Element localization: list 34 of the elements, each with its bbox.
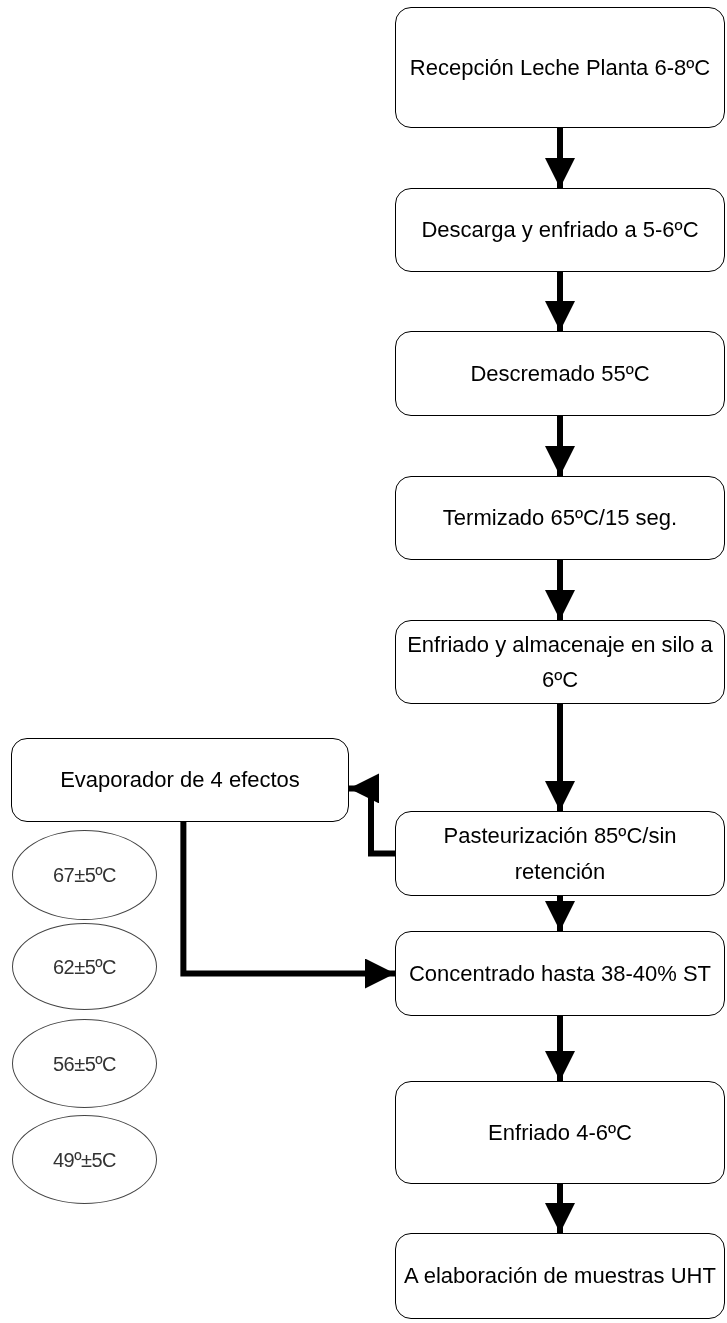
node-label: 56±5ºC — [52, 1052, 117, 1075]
node-label: Concentrado hasta 38-40% ST — [408, 959, 712, 988]
process-box — [395, 331, 725, 416]
process-box — [395, 188, 725, 272]
process-box — [395, 7, 725, 128]
arrow — [180, 822, 395, 989]
arrow — [545, 704, 575, 811]
arrow — [545, 416, 575, 476]
arrow — [545, 560, 575, 620]
process-box — [395, 931, 725, 1016]
node-label: Termizado 65ºC/15 seg. — [442, 504, 678, 533]
arrow — [349, 773, 395, 857]
node-label: 62±5ºC — [52, 955, 117, 978]
node-label: Recepción Leche Planta 6-8ºC — [409, 53, 711, 82]
process-box — [395, 1081, 725, 1184]
process-box — [395, 811, 725, 896]
node-label: 67±5ºC — [52, 864, 117, 886]
node-label: Descremado 55ºC — [470, 359, 650, 388]
node-label: Enfriado 4-6ºC — [488, 1118, 632, 1147]
node-label: 49º±5C — [52, 1148, 117, 1171]
arrow — [545, 1016, 575, 1081]
process-box — [395, 620, 725, 704]
arrow — [545, 128, 575, 188]
node-label: A elaboración de muestras UHT — [404, 1262, 716, 1291]
node-label: Pasteurización 85ºC/sin retención — [442, 822, 678, 886]
node-label: Enfriado y almacenaje en silo a 6ºC — [406, 630, 714, 694]
process-box — [395, 1233, 725, 1319]
process-box — [395, 476, 725, 560]
node-label: Descarga y enfriado a 5-6ºC — [421, 216, 699, 245]
arrow — [545, 896, 575, 931]
arrow — [545, 1184, 575, 1233]
arrow — [545, 272, 575, 331]
node-label: Evaporador de 4 efectos — [60, 766, 300, 795]
process-box — [11, 738, 349, 822]
